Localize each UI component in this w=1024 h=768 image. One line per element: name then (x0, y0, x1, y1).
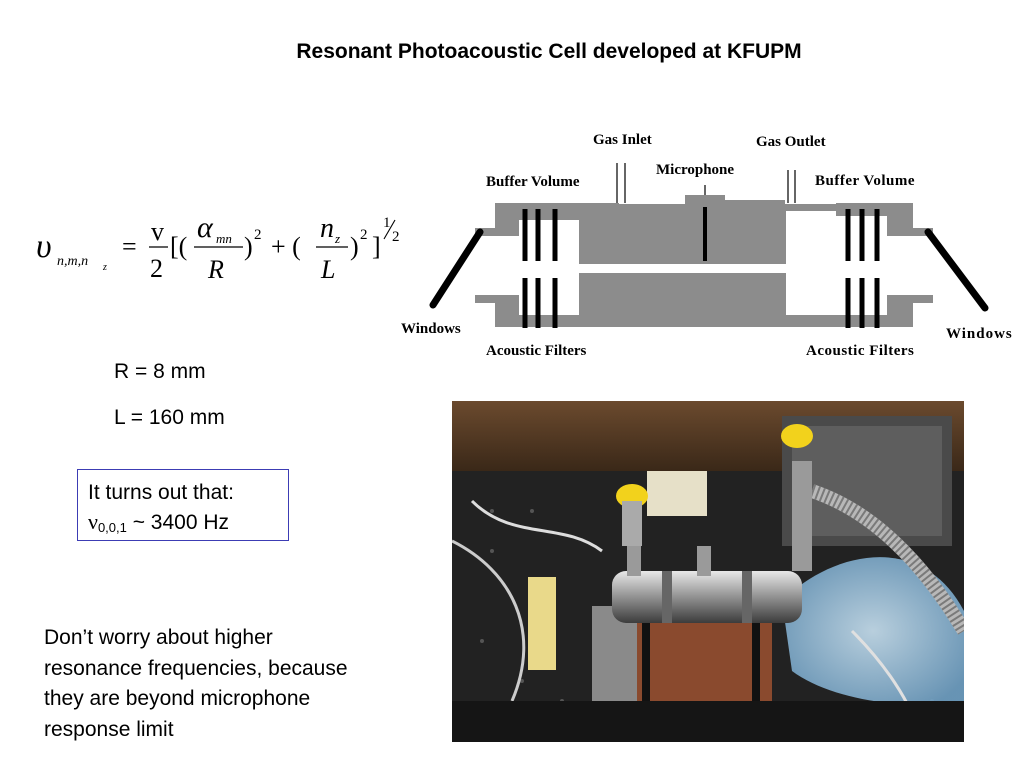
formula-close-1: ) (244, 232, 253, 261)
param-L: L = 160 mm (114, 406, 225, 429)
connector-right-bottom (913, 295, 933, 303)
note-sub: 0,0,1 (97, 520, 127, 535)
photo-yellow-plate (526, 575, 558, 672)
formula-bracket-open: [( (170, 232, 187, 261)
formula-exp-num: 1 (383, 215, 391, 231)
frequency-note-box: It turns out that: ν0,0,1 ~ 3400 Hz (77, 469, 289, 541)
label-buffer-right: Buffer Volume (815, 173, 915, 189)
note-line-2: ν0,0,1 ~ 3400 Hz (88, 507, 278, 542)
label-gas-inlet: Gas Inlet (593, 132, 652, 148)
window-left (429, 228, 484, 309)
label-buffer-left: Buffer Volume (486, 174, 580, 190)
photo-steel-cell (612, 571, 802, 623)
acoustic-filters-left (522, 209, 558, 328)
formula-R: R (207, 255, 224, 284)
lab-setup-photo (452, 401, 964, 742)
label-windows-right: Windows (946, 326, 1013, 342)
formula-bracket-close: ] (372, 232, 381, 261)
label-windows-left: Windows (401, 321, 461, 337)
formula-equals: = (122, 232, 137, 261)
photo-yellow-cap-right (781, 424, 813, 448)
formula-sq-2: 2 (360, 227, 368, 243)
label-filters-right: Acoustic Filters (806, 343, 914, 359)
formula-lhs-subsub: z (102, 262, 107, 273)
window-right (924, 228, 989, 312)
cell-lower-half (495, 273, 913, 327)
formula-L: L (320, 255, 335, 284)
gas-outlet-tube (787, 170, 796, 203)
remark-text: Don’t worry about higher resonance frequ… (44, 626, 348, 741)
slide-title: Resonant Photoacoustic Cell developed at… (296, 40, 802, 63)
formula-close-2: ) (350, 232, 359, 261)
formula-alpha-sub: mn (216, 231, 232, 246)
formula-alpha: α (197, 211, 214, 244)
photo-gray-box (592, 606, 637, 711)
gas-inlet-tube (616, 163, 626, 203)
formula-two: 2 (150, 254, 163, 283)
formula-n-sub: z (334, 231, 340, 246)
label-microphone: Microphone (656, 162, 734, 178)
param-R: R = 8 mm (114, 360, 206, 383)
formula-sq-1: 2 (254, 227, 262, 243)
acoustic-filters-right (845, 209, 880, 328)
formula-n: n (320, 213, 334, 244)
photoacoustic-cell-diagram: Gas Inlet Gas Outlet Microphone Buffer V… (401, 132, 1013, 359)
note-rest: ~ 3400 Hz (126, 511, 230, 534)
microphone-body (685, 195, 725, 204)
connector-left-bottom (475, 295, 495, 303)
label-filters-left: Acoustic Filters (486, 343, 587, 359)
note-nu: ν (88, 509, 98, 534)
formula-plus: + ( (271, 232, 301, 261)
formula-lhs: υ (36, 228, 52, 265)
exponent-slash (383, 219, 396, 240)
formula-exp-den: 2 (392, 229, 400, 245)
photo-controller (647, 471, 707, 516)
note-line-1: It turns out that: (88, 481, 234, 504)
photo-plastic-bag (782, 557, 964, 705)
resonance-formula: υ n,m,n z = v 2 [( α mn R ) 2 + ( n z L … (36, 211, 400, 284)
formula-v: v (151, 217, 164, 246)
formula-lhs-sub: n,m,n (57, 254, 88, 269)
label-gas-outlet: Gas Outlet (756, 134, 826, 150)
